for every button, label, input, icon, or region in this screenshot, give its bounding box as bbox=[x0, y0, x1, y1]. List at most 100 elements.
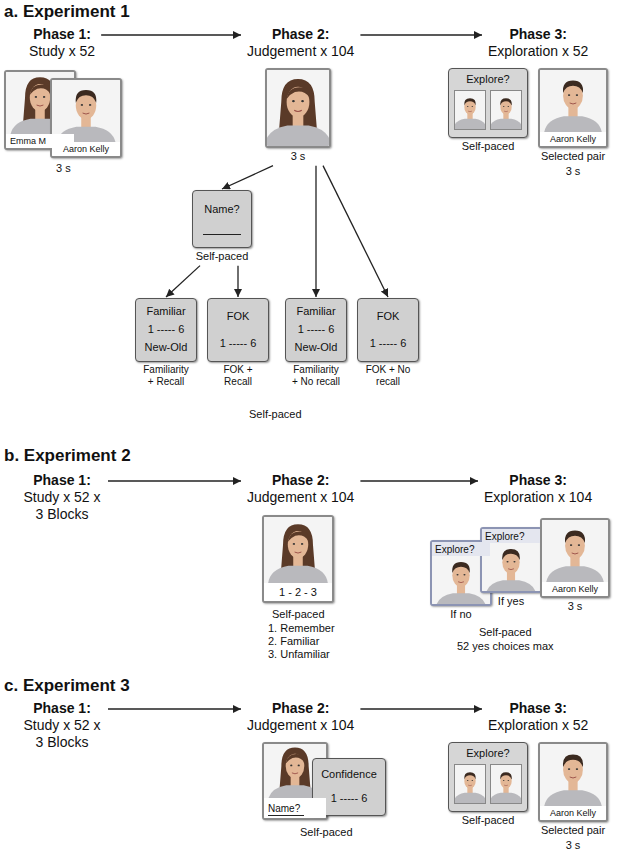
name-strip: Aaron Kelly bbox=[542, 582, 608, 596]
face-part bbox=[542, 520, 608, 582]
box-text: FOK bbox=[227, 310, 250, 323]
phase-heading: Judgement x 104 bbox=[247, 717, 354, 734]
box-text: 1 ----- 6 bbox=[370, 337, 407, 350]
face-card: Aaron Kelly bbox=[538, 68, 608, 148]
face-part bbox=[468, 785, 472, 787]
note-label: 1. Remember bbox=[268, 622, 335, 634]
explore-band: Explore? bbox=[432, 542, 490, 556]
caption: FOK + No recall bbox=[361, 364, 415, 387]
face-part bbox=[267, 125, 329, 146]
note-label: Self-paced bbox=[272, 608, 325, 620]
face-part bbox=[301, 100, 304, 102]
face-part bbox=[463, 574, 465, 576]
box-text: Confidence bbox=[321, 768, 377, 781]
flow-arrow bbox=[108, 480, 241, 481]
face-part bbox=[546, 566, 604, 582]
phase-heading: Phase 1: bbox=[29, 26, 95, 43]
face-photo bbox=[482, 543, 540, 591]
face-part bbox=[30, 84, 50, 111]
rating-box: FOK1 ----- 6 bbox=[207, 298, 269, 362]
face-part bbox=[570, 102, 577, 104]
phase-heading: Study x 52 bbox=[29, 43, 95, 60]
flow-arrow bbox=[237, 266, 238, 297]
answer-line bbox=[203, 234, 241, 235]
face-part bbox=[290, 765, 292, 767]
face-photo bbox=[491, 765, 521, 803]
rating-box: Name? bbox=[192, 190, 252, 248]
phase-heading: Phase 2: bbox=[247, 700, 354, 717]
phase-heading: Study x 52 x 3 Blocks bbox=[22, 489, 102, 523]
face-part bbox=[570, 544, 572, 546]
phase-node: Phase 2:Judgement x 104 bbox=[247, 26, 354, 60]
face-photo bbox=[267, 70, 329, 146]
note-label: Self-paced bbox=[249, 408, 302, 420]
phase-heading: Phase 3: bbox=[488, 700, 588, 717]
flow-arrow bbox=[101, 34, 241, 35]
face-part bbox=[280, 747, 311, 789]
phase-heading: Phase 2: bbox=[247, 472, 354, 489]
name-tag: 1 - 2 - 3 bbox=[279, 586, 317, 598]
phase-node: Phase 3:Exploration x 52 bbox=[488, 26, 588, 60]
phase-heading: Exploration x 104 bbox=[484, 489, 592, 506]
face-part bbox=[502, 549, 520, 560]
phase-node: Phase 2:Judgement x 104 bbox=[247, 472, 354, 506]
face-part bbox=[576, 94, 578, 96]
grey-node: Name?Self-paced bbox=[192, 190, 252, 263]
name-strip: Name? bbox=[264, 798, 326, 818]
face-photo bbox=[542, 520, 608, 582]
face-part bbox=[565, 531, 585, 544]
face-part bbox=[455, 91, 485, 129]
phase-heading: Phase 2: bbox=[247, 26, 354, 43]
face-part bbox=[298, 765, 300, 767]
face-part bbox=[500, 772, 512, 779]
face-part bbox=[464, 98, 476, 105]
phase-node: Phase 1:Study x 52 x 3 Blocks bbox=[22, 472, 102, 522]
face-part bbox=[568, 768, 570, 770]
box-text: New-Old bbox=[145, 341, 188, 354]
face-part bbox=[268, 566, 328, 583]
box-text: 1 ----- 6 bbox=[148, 323, 185, 336]
phase-heading: Phase 3: bbox=[488, 26, 588, 43]
photo-node: 3 s bbox=[265, 68, 331, 163]
face-part bbox=[293, 543, 295, 545]
face-part bbox=[544, 790, 602, 806]
grey-node: FOK1 ----- 6FOK + No recall bbox=[353, 298, 423, 387]
name-tag: Name? bbox=[268, 803, 300, 814]
caption: 3 s bbox=[535, 839, 611, 852]
face-part bbox=[576, 768, 578, 770]
face-part bbox=[468, 111, 472, 113]
face-part bbox=[503, 106, 504, 107]
section-heading: c. Experiment 3 bbox=[4, 676, 130, 696]
box-text: New-Old bbox=[295, 341, 338, 354]
phase-heading: Exploration x 52 bbox=[488, 43, 588, 60]
phase-node: Phase 2:Judgement x 104 bbox=[247, 700, 354, 734]
face-part bbox=[292, 772, 298, 774]
caption: Selected pair bbox=[535, 150, 611, 163]
explore-node: Explore?Self-paced bbox=[448, 68, 528, 153]
face-part bbox=[292, 100, 295, 102]
caption: Self-paced bbox=[448, 140, 528, 153]
face-part bbox=[281, 524, 315, 570]
caption: If no bbox=[430, 608, 492, 621]
face-photo bbox=[491, 91, 521, 129]
phase-node: Phase 1:Study x 52 x 3 Blocks bbox=[22, 700, 102, 750]
connectors bbox=[101, 35, 482, 709]
box-text: Explore? bbox=[466, 747, 509, 760]
face-part bbox=[294, 110, 302, 111]
face-part bbox=[467, 106, 468, 107]
name-tag: Aaron Kelly bbox=[552, 584, 598, 594]
flow-arrow bbox=[360, 480, 478, 481]
face-part bbox=[506, 561, 508, 563]
face-part bbox=[540, 70, 606, 132]
face-part bbox=[572, 552, 579, 554]
caption: Familiarity + No recall bbox=[289, 364, 343, 387]
note-label: 52 yes choices max bbox=[457, 640, 554, 652]
face-part bbox=[458, 581, 464, 583]
face-part bbox=[76, 90, 97, 103]
face-part bbox=[508, 780, 509, 781]
rating-box: Familiar1 ----- 6New-Old bbox=[135, 298, 197, 362]
phase-heading: Phase 1: bbox=[22, 700, 102, 717]
explore-band: Explore? bbox=[482, 529, 540, 543]
